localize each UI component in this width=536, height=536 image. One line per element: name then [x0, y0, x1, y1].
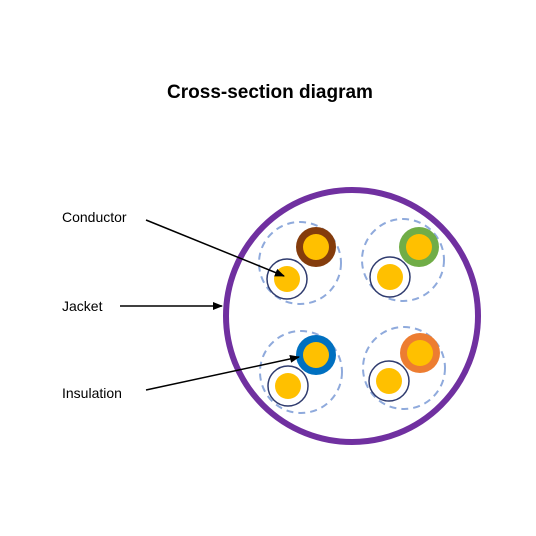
conductor	[376, 368, 402, 394]
conductor-arrow	[145, 219, 285, 277]
orange-pair	[362, 326, 446, 410]
conductor	[303, 234, 329, 260]
conductor-label: Conductor	[62, 209, 127, 225]
blue-pair	[259, 330, 343, 414]
diagram-title: Cross-section diagram	[167, 82, 373, 103]
conductor	[303, 342, 329, 368]
twisted-pairs	[258, 218, 446, 414]
conductor	[377, 264, 403, 290]
conductor	[406, 234, 432, 260]
pair-boundary	[361, 218, 445, 302]
conductor	[275, 373, 301, 399]
conductor	[274, 266, 300, 292]
pair-boundary	[259, 330, 343, 414]
jacket-label: Jacket	[62, 298, 103, 314]
pair-boundary	[362, 326, 446, 410]
cable-jacket	[223, 187, 481, 445]
insulation-label: Insulation	[62, 385, 122, 401]
brown-pair	[258, 221, 342, 305]
insulation-arrow	[145, 354, 300, 391]
green-pair	[361, 218, 445, 302]
conductor	[407, 340, 433, 366]
pair-boundary	[258, 221, 342, 305]
